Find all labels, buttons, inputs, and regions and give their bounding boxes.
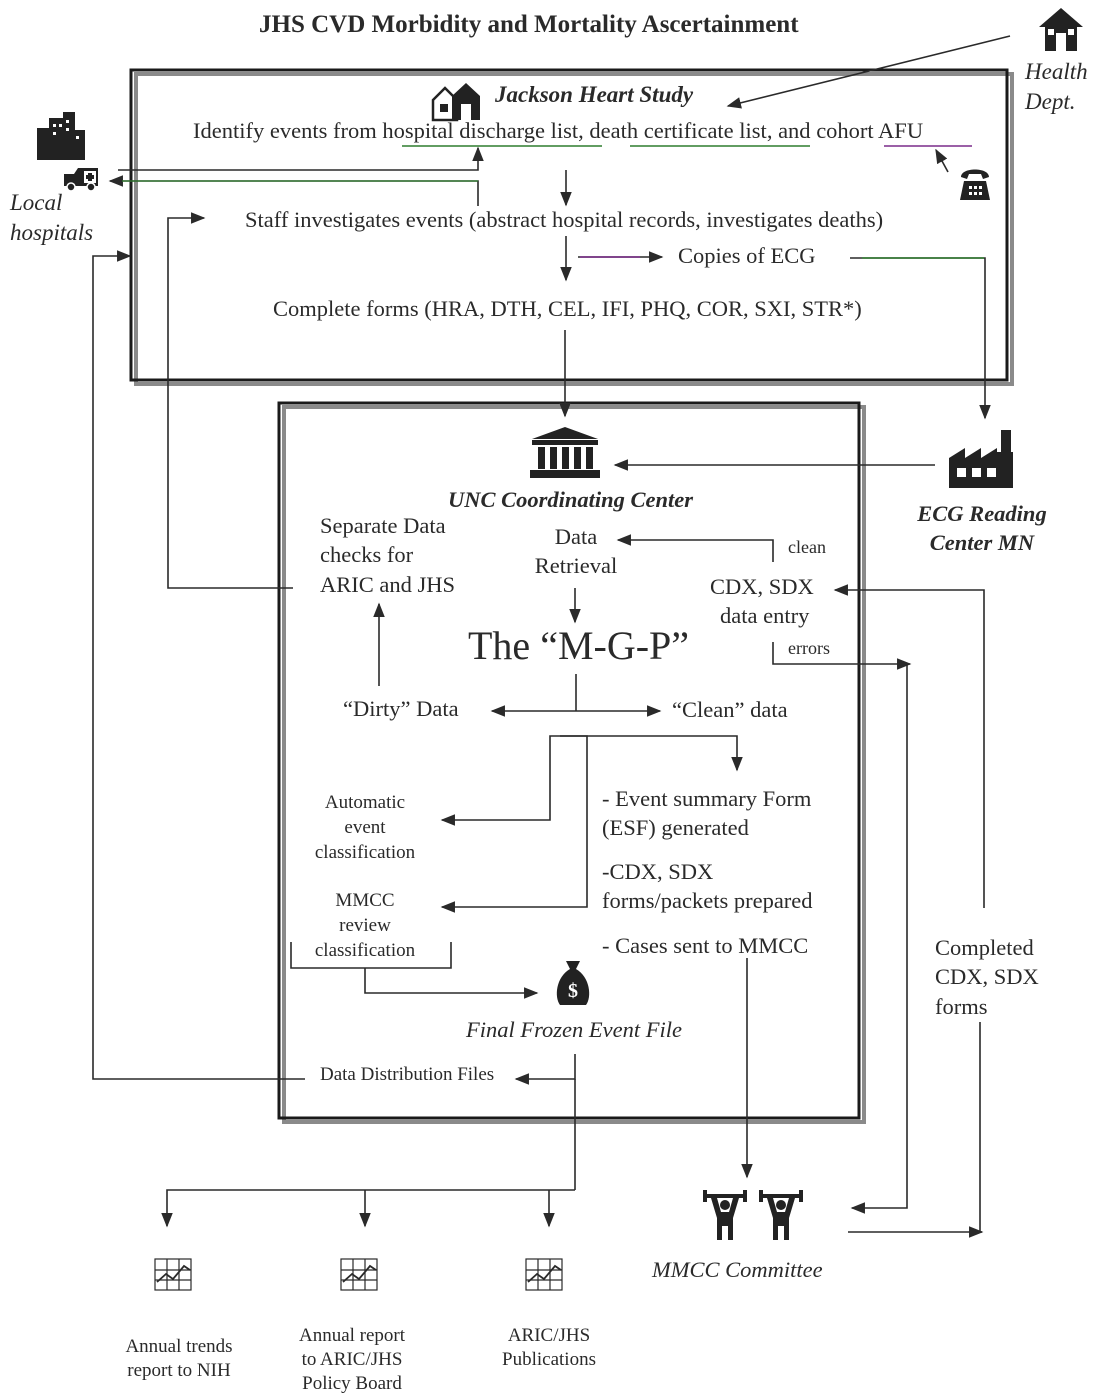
auto-class-1: Automatic [324,792,406,813]
errors-label: errors [788,638,830,658]
separate-checks-2: checks for [320,542,414,567]
output-policy-1: Annual report [298,1325,406,1346]
auto-class-2: event [344,817,386,838]
svg-text:$: $ [568,980,578,1002]
house-icon [1039,8,1083,51]
clean-data: “Clean” data [672,697,788,722]
output-pubs-1: ARIC/JHS [507,1325,591,1346]
mmcc-review-3: classification [314,940,416,961]
copies-of-ecg: Copies of ECG [678,243,816,268]
data-retrieval-2: Retrieval [534,553,618,578]
jhs-box-title: Jackson Heart Study [495,82,694,107]
local-hospitals-label-2: hospitals [10,220,94,245]
report-chart-icons [154,1258,563,1291]
output-nih-1: Annual trends [125,1336,233,1357]
jackson-heart-study-house-icon [431,83,480,122]
ecg-center-label-2: Center MN [929,530,1035,555]
separate-checks-1: Separate Data [320,513,446,538]
esf-2: (ESF) generated [602,815,749,840]
hospital-discharge-list: hospital discharge list [382,118,579,143]
death-certificate-list: death certificate list [589,118,767,143]
telephone-icon [960,169,990,200]
money-bag-icon: $ [556,961,590,1005]
complete-forms-text: Complete forms (HRA, DTH, CEL, IFI, PHQ,… [273,296,862,321]
cdx-forms-1: -CDX, SDX [602,859,714,884]
weightlifter-icons [703,1190,803,1240]
completed-forms-1: Completed [935,935,1034,960]
health-dept-label-2: Dept. [1025,89,1076,114]
local-hospitals-label-1: Local [10,190,63,215]
mmcc-review-2: review [339,915,391,936]
cohort-afu: cohort AFU [816,118,924,143]
mmcc-review-1: MMCC [335,890,395,911]
data-retrieval-1: Data [554,524,598,549]
cases-sent: - Cases sent to MMCC [602,933,809,958]
mmcc-committee-label: MMCC Committee [652,1257,823,1282]
output-policy-2: to ARIC/JHS [301,1349,403,1370]
page-title: JHS CVD Morbidity and Mortality Ascertai… [259,11,799,38]
ecg-center-label-1: ECG Reading [917,501,1047,526]
hospital-buildings-icon [37,112,85,160]
identify-events-text: Identify events from hospital discharge … [193,118,924,143]
staff-investigates-text: Staff investigates events (abstract hosp… [245,207,884,232]
data-distribution-files: Data Distribution Files [320,1064,495,1085]
auto-class-3: classification [314,842,416,863]
output-nih-2: report to NIH [127,1360,231,1381]
final-frozen-event-file: Final Frozen Event File [466,1017,682,1042]
output-pubs-2: Publications [502,1349,596,1370]
ambulance-icon [64,168,98,192]
health-dept-label-1: Health [1025,59,1088,84]
cdx-forms-2: forms/packets prepared [602,888,813,913]
separate-checks-3: ARIC and JHS [320,572,456,597]
factory-icon [949,430,1013,488]
institution-building-icon [530,427,600,478]
output-policy-3: Policy Board [302,1373,402,1394]
clean-label: clean [788,537,826,557]
esf-1: - Event summary Form [602,786,812,811]
completed-forms-3: forms [935,994,988,1019]
dirty-data: “Dirty” Data [343,696,459,721]
cdx-entry-2: data entry [720,603,810,628]
unc-box-title: UNC Coordinating Center [448,487,694,512]
completed-forms-2: CDX, SDX [935,964,1039,989]
cdx-entry-1: CDX, SDX [710,574,814,599]
mgp-label: The “M-G-P” [468,623,690,668]
